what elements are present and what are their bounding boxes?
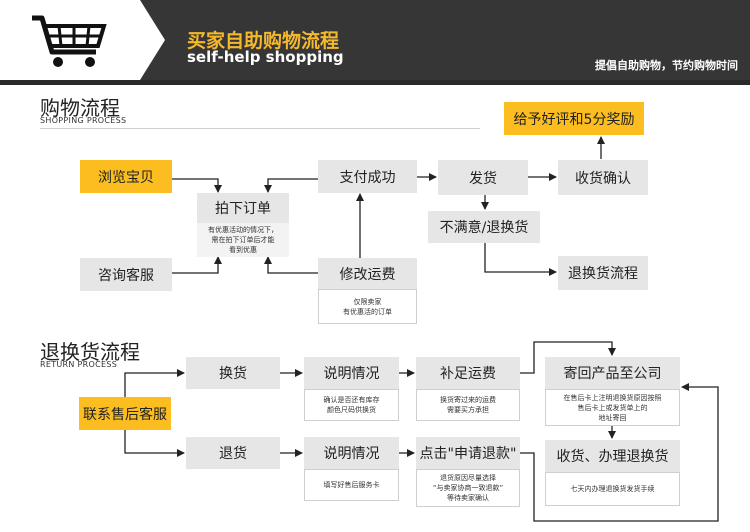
shopping-section-title: 购物流程: [40, 96, 120, 120]
section-divider: [40, 128, 480, 129]
node-receive-process: 收货、办理退换货: [545, 440, 680, 472]
node-unsatisfied: 不满意/退换货: [428, 211, 540, 243]
node-good-review: 给予好评和5分奖励: [504, 102, 644, 135]
note-apply-refund: 退货原因尽量选择 “与卖家协商一致退款” 等待卖家确认: [416, 469, 520, 507]
logo-block: [0, 0, 165, 80]
node-explain-exchange: 说明情况: [304, 357, 399, 389]
node-place-order: 拍下订单: [197, 193, 289, 223]
note-send-back: 在售后卡上注明退换货原因按照 售后卡上或发货单上的 地址寄回: [545, 389, 680, 426]
node-exchange: 换货: [186, 357, 280, 389]
node-modify-shipping: 修改运费: [318, 258, 417, 289]
node-browse: 浏览宝贝: [80, 160, 172, 193]
note-explain-exchange: 确认是否还有库存 颜色尺码供换货: [304, 389, 399, 421]
note-modify-shipping: 仅限卖家 有优惠活的订单: [318, 289, 417, 324]
node-apply-refund: 点击"申请退款": [416, 437, 520, 469]
note-receive-process: 七天内办理退换货发货手续: [545, 472, 680, 506]
node-refund: 退货: [186, 437, 280, 469]
banner-slogan: 提倡自助购物，节约购物时间: [595, 59, 738, 72]
node-consult: 咨询客服: [80, 258, 172, 291]
node-contact-service: 联系售后客服: [79, 397, 171, 430]
shopping-section-subtitle: SHOPPING PROCESS: [40, 116, 127, 125]
header-stripe: [0, 80, 750, 85]
node-explain-refund: 说明情况: [304, 437, 399, 469]
note-place-order: 有优惠活动的情况下， 需在拍下订单后才能 看到优惠: [197, 223, 289, 257]
shopping-cart-icon: [32, 15, 107, 67]
return-section-title: 退换货流程: [40, 340, 140, 364]
note-extra-shipping: 换货寄过来的运费 需要买方承担: [416, 389, 520, 421]
return-section-subtitle: RETURN PROCESS: [40, 360, 118, 369]
node-return-flow: 退换货流程: [558, 256, 648, 290]
banner-subtitle: self-help shopping: [187, 48, 344, 66]
node-confirm-receipt: 收货确认: [558, 160, 648, 195]
note-explain-refund: 填写好售后服务卡: [304, 469, 399, 501]
node-pay-success: 支付成功: [318, 160, 417, 193]
node-ship: 发货: [438, 160, 528, 195]
node-send-back: 寄回产品至公司: [545, 357, 680, 389]
banner-title: 买家自助购物流程: [187, 30, 340, 52]
node-extra-shipping: 补足运费: [416, 357, 520, 389]
